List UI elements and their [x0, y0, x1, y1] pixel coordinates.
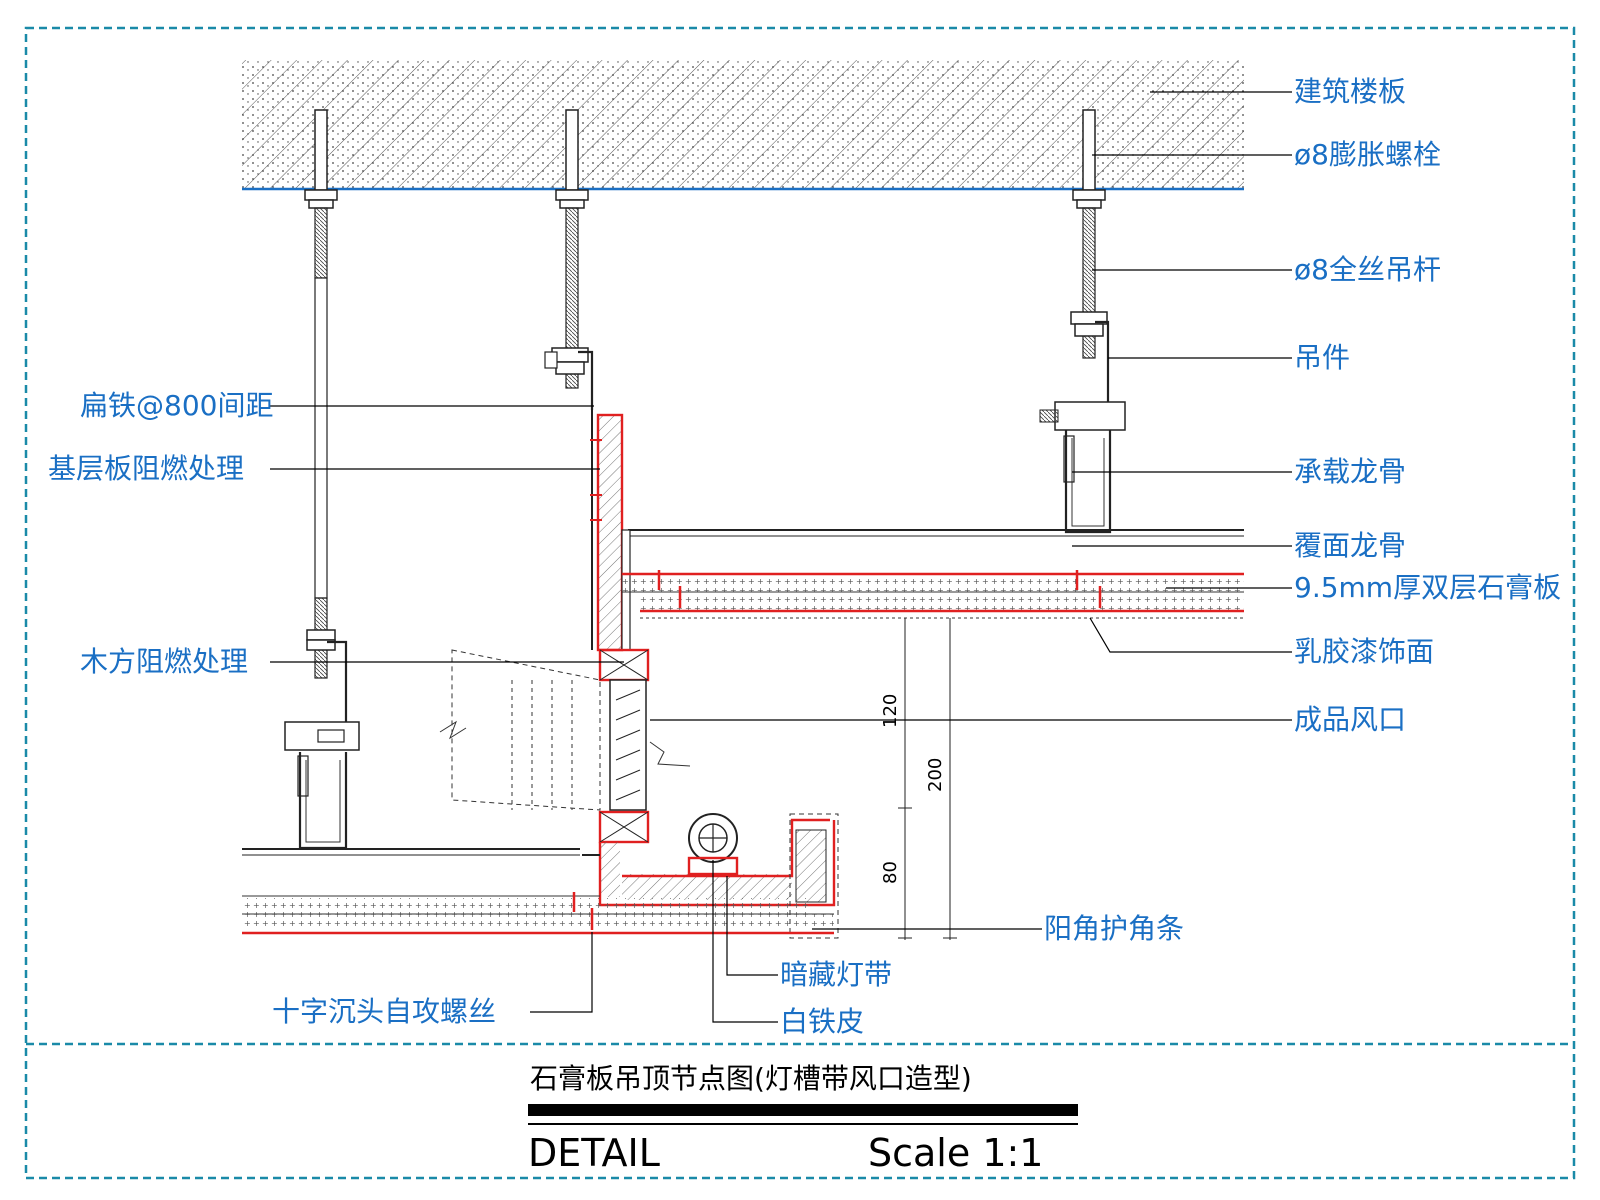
label-wood-square: 木方阻燃处理: [80, 645, 248, 678]
cover-runner-lower: [242, 848, 580, 856]
dim-200: 200: [925, 758, 946, 792]
label-flat-iron: 扁铁@800间距: [80, 389, 273, 422]
drawing-frame: [24, 26, 1576, 1180]
label-main-runner: 承载龙骨: [1294, 455, 1406, 488]
dim-120: 120: [880, 694, 901, 728]
label-base-board: 基层板阻燃处理: [48, 452, 244, 485]
hanger-rod-middle: [544, 109, 594, 410]
label-tin-sheet: 白铁皮: [780, 1005, 864, 1038]
label-screw: 十字沉头自攻螺丝: [272, 995, 496, 1028]
concrete-slab: [242, 60, 1244, 191]
label-anchor-bolt: ø8膨胀螺栓: [1294, 138, 1441, 171]
label-air-vent: 成品风口: [1294, 703, 1406, 736]
dim-80: 80: [880, 861, 901, 884]
title-underline-thick: [528, 1104, 1078, 1116]
leader-lines: [270, 91, 1292, 1023]
label-latex-paint: 乳胶漆饰面: [1294, 635, 1434, 668]
label-hidden-light: 暗藏灯带: [780, 958, 892, 991]
light-trough: [582, 813, 839, 939]
label-slab: 建筑楼板: [1294, 75, 1406, 108]
label-gypsum-board: 9.5mm厚双层石膏板: [1294, 571, 1561, 604]
wood-block-lower: [598, 810, 650, 844]
label-cover-runner: 覆面龙骨: [1294, 529, 1406, 562]
label-corner-bead: 阳角护角条: [1044, 912, 1184, 945]
dimension-lines: [898, 618, 957, 940]
gypsum-board-upper: [622, 570, 1244, 619]
detail-label: DETAIL: [528, 1131, 660, 1175]
flat-iron-and-base-board: [590, 410, 631, 652]
label-hanger-rod: ø8全丝吊杆: [1294, 253, 1441, 286]
drawing-title: 石膏板吊顶节点图(灯槽带风口造型): [530, 1062, 972, 1095]
scale-label: Scale 1:1: [868, 1131, 1043, 1175]
hanger-rod-left: [284, 109, 360, 850]
cover-runner-upper: [628, 529, 1244, 537]
wood-block-upper: [598, 648, 650, 682]
hanger-rod-right: [1039, 109, 1126, 534]
gypsum-board-lower: [242, 892, 834, 935]
label-hanger: 吊件: [1294, 341, 1350, 374]
air-vent: [439, 649, 691, 811]
